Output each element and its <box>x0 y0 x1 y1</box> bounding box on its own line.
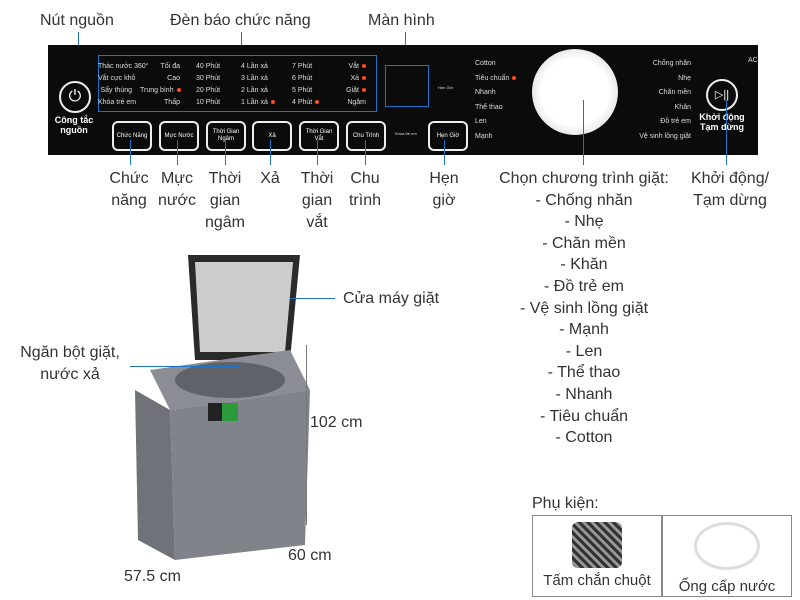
timer-button[interactable]: Hẹn Giờ <box>428 121 468 151</box>
accessory-mouse-guard: Tấm chắn chuột <box>532 515 662 597</box>
power-label: Công tắc nguồn <box>54 115 94 135</box>
soak-time-button[interactable]: Thời Gian Ngâm <box>206 121 246 151</box>
callout-indicators: Đèn báo chức năng <box>170 12 311 29</box>
accessory-water-hose: Ống cấp nước <box>662 515 792 597</box>
callout-lid: Cửa máy giặt <box>343 290 440 307</box>
start-pause-label: Khởi động Tạm dừng <box>699 112 745 132</box>
callout-rinse: Xả <box>260 170 280 187</box>
callout-cycle: Chu trình <box>348 170 381 209</box>
callout-detergent: Ngăn bột giặt, nước xả <box>20 344 120 383</box>
callout-water-level: Mực nước <box>157 170 197 209</box>
power-button[interactable]: ⏻ <box>59 81 91 113</box>
callout-timer: Hẹn giờ <box>429 170 459 209</box>
timer-small: Hẹn Giờ <box>438 85 454 90</box>
brand-partial: AC <box>748 57 758 64</box>
function-button[interactable]: Chức Năng <box>112 121 152 151</box>
water-level-button[interactable]: Mực Nước <box>159 121 199 151</box>
spin-time-button[interactable]: Thời Gian Vắt <box>299 121 339 151</box>
washing-machine-image <box>135 255 310 560</box>
callout-soak-time: Thời gian ngâm <box>204 170 246 231</box>
cycle-button[interactable]: Chu Trình <box>346 121 386 151</box>
callout-function: Chức năng <box>109 170 149 209</box>
child-lock-small: Khóa trẻ em <box>395 131 417 136</box>
accessories-title: Phụ kiện: <box>532 495 599 512</box>
callout-power: Nút nguồn <box>40 12 114 29</box>
callout-start: Khởi động/ Tạm dừng <box>690 170 770 209</box>
callout-display: Màn hình <box>368 12 435 29</box>
start-pause-button[interactable]: ▷|| <box>706 79 738 111</box>
height-dimension: 102 cm <box>310 414 363 431</box>
callout-spin-time: Thời gian vắt <box>300 170 334 231</box>
depth-dimension: 60 cm <box>288 547 332 564</box>
display-screen <box>385 65 429 107</box>
program-list: Chọn chương trình giặt: - Chống nhăn- Nh… <box>499 170 669 447</box>
rinse-button[interactable]: Xả <box>252 121 292 151</box>
width-dimension: 57.5 cm <box>124 568 181 585</box>
program-dial[interactable] <box>532 49 618 135</box>
